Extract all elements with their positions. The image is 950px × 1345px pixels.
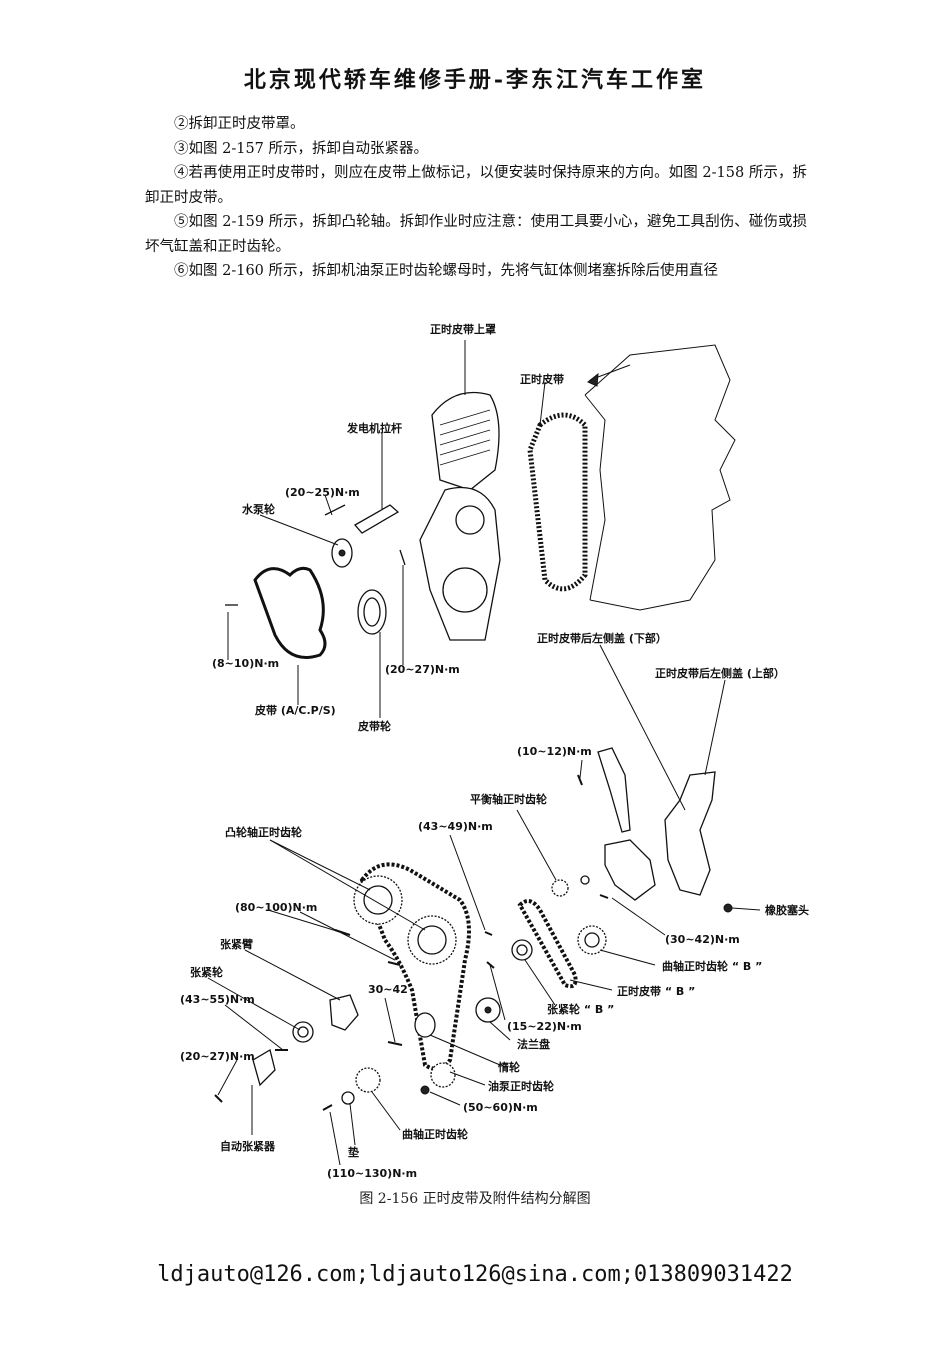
label-torque: 30~42 [368,983,408,996]
label-torque: (20~27)N·m [180,1050,255,1063]
label-rear-cover-lower: 正时皮带后左侧盖 (下部） [537,631,667,645]
label-flange: 法兰盘 [517,1037,550,1051]
label-tensioner-wheel: 张紧轮 [190,965,223,979]
label-torque: (8~10)N·m [212,657,279,670]
label-pulley: 皮带轮 [357,719,391,733]
label-rubber-plug: 橡胶塞头 [765,903,809,917]
label-oil-pump-gear: 油泵正时齿轮 [488,1079,554,1093]
label-belt-acps: 皮带 (A/C.P/S) [254,703,336,717]
label-tensioner-b: 张紧轮 “ B ” [547,1002,614,1016]
label-cam-gear: 凸轮轴正时齿轮 [225,825,302,839]
label-torque: (10~12)N·m [517,745,592,758]
label-rear-cover-upper: 正时皮带后左侧盖 (上部） [655,666,785,680]
label-torque: (50~60)N·m [463,1101,538,1114]
paragraph: ②拆卸正时皮带罩。 [174,116,305,132]
label-torque: (110~130)N·m [327,1167,417,1180]
label-water-pump: 水泵轮 [242,502,275,516]
label-washer: 垫 [348,1145,359,1159]
label-timing-belt-b: 正时皮带 “ B ” [617,984,695,998]
paragraph: ④若再使用正时皮带时，则应在皮带上做标记，以便安装时保持原来的方向。如图 2-1… [145,165,807,206]
label-timing-belt: 正时皮带 [520,372,564,386]
label-torque: (20~25)N·m [285,486,360,499]
label-crank-gear: 曲轴正时齿轮 [402,1127,468,1141]
label-balance-gear: 平衡轴正时齿轮 [470,792,547,806]
label-crank-gear-b: 曲轴正时齿轮 “ B ” [662,959,762,973]
label-alternator-rod: 发电机拉杆 [346,421,402,435]
figure-caption: 图 2-156 正时皮带及附件结构分解图 [359,1191,591,1207]
label-tension-arm: 张紧臂 [220,937,253,951]
label-torque: (20~27)N·m [385,663,460,676]
body-text: ②拆卸正时皮带罩。 ③如图 2-157 所示，拆卸自动张紧器。 ④若再使用正时皮… [145,112,807,284]
paragraph: ⑤如图 2-159 所示，拆卸凸轮轴。拆卸作业时应注意：使用工具要小心，避免工具… [145,214,807,255]
label-torque: (15~22)N·m [507,1020,582,1033]
label-torque: (43~55)N·m [180,993,255,1006]
footer-contact: ldjauto@126.com;ldjauto126@sina.com;0138… [157,1262,793,1287]
label-torque: (43~49)N·m [418,820,493,833]
label-torque: (80~100)N·m [235,901,317,914]
paragraph: ⑥如图 2-160 所示，拆卸机油泵正时齿轮螺母时，先将气缸体侧堵塞拆除后使用直… [174,263,719,279]
label-idler: 惰轮 [498,1060,520,1074]
label-upper-cover: 正时皮带上罩 [430,322,496,336]
paragraph: ③如图 2-157 所示，拆卸自动张紧器。 [174,140,429,157]
label-auto-tensioner: 自动张紧器 [220,1139,276,1153]
label-torque: (30~42)N·m [665,933,740,946]
exploded-diagram: 正时皮带上罩 正时皮带 发电机拉杆 (20~25)N·m 水泵轮 (8~10)N… [180,322,809,1180]
page-title: 北京现代轿车维修手册-李东江汽车工作室 [243,67,707,93]
